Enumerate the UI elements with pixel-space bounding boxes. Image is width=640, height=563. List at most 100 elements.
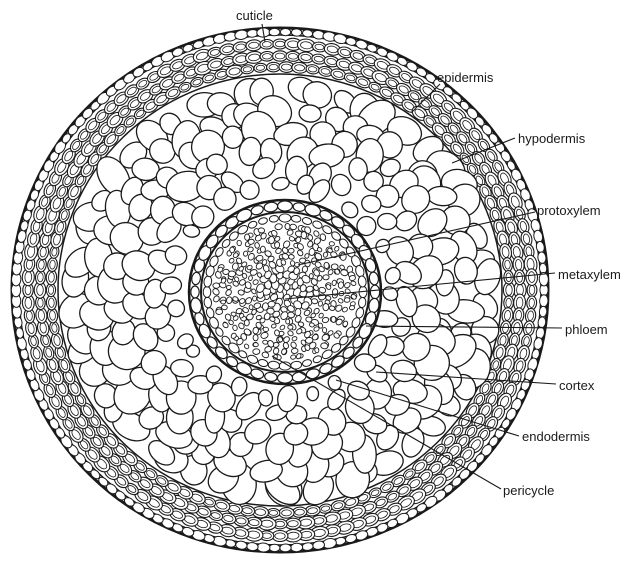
- vascular-cell: [329, 241, 335, 246]
- vascular-cell: [216, 309, 223, 315]
- vascular-cell: [226, 285, 232, 290]
- hypodermis-cell: [48, 286, 53, 295]
- hypodermis-cell: [281, 64, 291, 70]
- hypodermis-cell: [282, 510, 292, 516]
- vascular-cell: [314, 347, 319, 353]
- hypodermis-cell: [516, 272, 522, 282]
- epidermis-cell: [280, 544, 292, 552]
- hypodermis-cell: [294, 64, 304, 71]
- vascular-cell: [349, 275, 356, 281]
- epidermis-cell: [539, 295, 548, 308]
- vascular-cell: [287, 325, 293, 330]
- hypodermis-cell: [37, 285, 44, 296]
- vascular-cell: [309, 273, 314, 278]
- vascular-cell: [253, 349, 260, 355]
- vascular-cell: [274, 242, 280, 249]
- vascular-cell: [258, 227, 265, 233]
- vascular-cell: [222, 269, 229, 275]
- hypodermis-cell: [516, 297, 523, 309]
- cortex-cell: [307, 386, 319, 400]
- hypodermis-cell: [49, 260, 55, 270]
- label-phloem: phloem: [565, 322, 608, 337]
- vascular-cell: [237, 240, 242, 246]
- vascular-cell: [291, 348, 298, 354]
- vascular-cell: [260, 246, 265, 252]
- vascular-cell: [318, 301, 323, 307]
- epidermis-cell: [291, 29, 302, 37]
- hypodermis-cell: [529, 285, 535, 294]
- epidermis-cell: [269, 28, 280, 36]
- vascular-cell: [323, 303, 329, 310]
- vascular-cell: [268, 236, 274, 244]
- hypodermis-cell: [269, 64, 278, 70]
- epidermis-cell: [257, 543, 271, 553]
- vascular-cell: [349, 305, 355, 310]
- vascular-cell: [338, 281, 344, 288]
- endodermis-cell: [278, 373, 293, 383]
- pericycle-cell: [203, 287, 211, 298]
- vascular-cell: [323, 275, 330, 281]
- vascular-cell: [324, 262, 329, 269]
- hypodermis-cell: [288, 53, 298, 59]
- vascular-cell: [230, 247, 235, 253]
- vascular-cell: [254, 242, 260, 249]
- hypodermis-cell: [25, 271, 32, 283]
- hypodermis-cell: [506, 298, 512, 307]
- hypodermis-cell: [38, 260, 45, 270]
- hypodermis-cell: [49, 310, 56, 320]
- hypodermis-cell: [269, 510, 278, 515]
- epidermis-cell: [280, 28, 291, 35]
- label-epidermis: epidermis: [437, 70, 494, 85]
- hypodermis-cell: [275, 521, 284, 527]
- vascular-cell: [286, 319, 290, 324]
- hypodermis-cell: [295, 509, 305, 516]
- hypodermis-cell: [287, 532, 299, 540]
- vascular-cell: [253, 334, 258, 340]
- label-cuticle: cuticle: [236, 8, 273, 23]
- label-metaxylem: metaxylem: [558, 267, 621, 282]
- vascular-cell: [288, 254, 294, 259]
- endodermis-cell: [278, 201, 293, 211]
- hypodermis-cell: [275, 41, 284, 47]
- hypodermis-cell: [275, 53, 285, 59]
- hypodermis-cell: [529, 298, 535, 307]
- vascular-cell: [221, 300, 226, 304]
- hypodermis-cell: [48, 272, 54, 282]
- vascular-cell: [248, 275, 253, 280]
- endodermis-cell: [191, 286, 199, 298]
- hypodermis-cell: [504, 260, 510, 270]
- vascular-cell: [253, 296, 257, 301]
- endodermis-cell: [370, 285, 379, 299]
- hypodermis-cell: [527, 311, 534, 321]
- hypodermis-cell: [262, 53, 271, 59]
- epidermis-cell: [539, 306, 547, 317]
- hypodermis-cell: [275, 533, 285, 539]
- vascular-cell: [262, 340, 268, 345]
- cortex-cell: [377, 213, 397, 230]
- vascular-cell: [322, 327, 327, 332]
- vascular-cell: [243, 251, 248, 257]
- hypodermis-cell: [288, 520, 299, 527]
- label-protoxylem: protoxylem: [537, 203, 601, 218]
- vascular-cell: [244, 234, 249, 241]
- hypodermis-cell: [261, 520, 273, 528]
- vascular-cell: [285, 223, 290, 230]
- label-cortex: cortex: [559, 378, 595, 393]
- label-hypodermis: hypodermis: [518, 131, 586, 146]
- epidermis-cell: [290, 543, 303, 552]
- hypodermis-cell: [528, 272, 535, 283]
- hypodermis-cell: [26, 311, 33, 321]
- hypodermis-cell: [256, 65, 265, 71]
- vascular-cell: [253, 327, 259, 334]
- hypodermis-cell: [25, 297, 32, 308]
- label-endodermis: endodermis: [522, 429, 590, 444]
- vascular-cell: [249, 305, 253, 310]
- hypodermis-cell: [249, 519, 260, 526]
- vascular-cell: [287, 312, 295, 319]
- hypodermis-cell: [301, 54, 312, 61]
- pericycle-cell: [279, 214, 291, 222]
- hypodermis-cell: [25, 285, 31, 295]
- hypodermis-cell: [248, 42, 259, 49]
